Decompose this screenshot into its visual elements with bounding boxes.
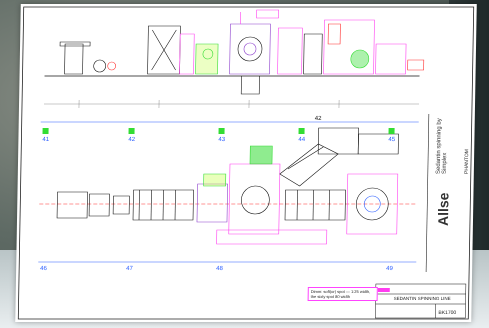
plan-view: [38, 121, 419, 263]
green-rewinder: [350, 49, 370, 69]
title-block-number: BK1700: [438, 310, 456, 316]
axis-label-47: 47: [126, 266, 133, 272]
plan-rewind-drum: [355, 187, 389, 221]
roller: [93, 59, 106, 73]
plan-rewind-frame: [346, 173, 399, 235]
main-machine: [229, 23, 271, 75]
drawing-sheet: 41 42 43 44 45 46 47 48 49 42 SEDANTIN S…: [15, 4, 477, 322]
red-block: [327, 23, 341, 45]
plan-unwind: [56, 191, 88, 219]
title-block: [375, 283, 467, 319]
plan-magenta-rail: [216, 229, 328, 245]
line-slat-3: [328, 190, 330, 220]
green-wheel: [202, 48, 214, 60]
conveyor-rail: [287, 146, 324, 170]
roller-red: [107, 61, 116, 71]
plan-purple-unit: [196, 183, 228, 223]
frame-b: [303, 33, 323, 75]
plan-green-motor: [249, 145, 273, 165]
axis-label-44: 44: [298, 137, 305, 143]
axis-label-42: 42: [128, 137, 135, 143]
tower-bracing-2: [151, 29, 177, 71]
sheet-border: [17, 6, 475, 320]
grid-marker-3: [218, 128, 225, 134]
axis-label-48: 48: [216, 266, 223, 272]
drawing-note: Dimm: soft(or) spot — 1:25 width, the si…: [307, 287, 378, 301]
axis-label-43: 43: [218, 137, 225, 143]
axis-label-49: 49: [386, 266, 393, 272]
plan-block-2: [112, 195, 130, 215]
plan-line-section: [284, 189, 346, 221]
side-small-label: PHANTOM: [463, 149, 471, 174]
line-slat-1: [296, 190, 298, 220]
grid-marker-4: [298, 128, 305, 134]
engineering-drawing: 41 42 43 44 45 46 47 48 49 42 SEDANTIN S…: [17, 6, 475, 320]
plan-green-pad: [203, 173, 227, 187]
title-block-title: SEDANTIN SPINNING LINE: [394, 296, 451, 301]
tb-color-swatch: [377, 288, 390, 292]
side-spec-label: Sedantin spinning by Simplex: [435, 118, 449, 174]
end-tag: [407, 59, 425, 71]
axis-label-46: 46: [40, 266, 47, 272]
plan-main-frame: [228, 163, 281, 235]
dryer-slat-2: [150, 190, 152, 220]
dryer-slat-3: [162, 190, 164, 220]
side-brand-label: Allse: [434, 192, 452, 226]
elevation-view: [44, 9, 425, 108]
grid-marker-5: [388, 128, 395, 134]
tower-side: [179, 33, 195, 75]
magenta-frame: [277, 27, 303, 75]
top-dimension-label: 42: [315, 116, 322, 122]
plan-upper-unit: [317, 127, 359, 155]
dryer-slat-1: [138, 190, 140, 220]
pit: [240, 76, 260, 95]
rewind-frame: [323, 19, 375, 75]
plan-block-1: [88, 193, 110, 217]
grid-marker-1: [42, 128, 49, 134]
dryer-slat-4: [174, 190, 176, 220]
axis-label-45: 45: [388, 137, 395, 143]
main-drum: [237, 36, 263, 62]
plan-rewind-core: [363, 195, 381, 213]
unwind-stand: [64, 43, 84, 75]
plan-top-block: [357, 133, 399, 155]
axis-label-41: 41: [42, 137, 49, 143]
top-box: [256, 9, 279, 19]
plan-conveyor: [279, 143, 339, 187]
unwind-top: [59, 41, 91, 47]
side-panel-divider: [425, 114, 430, 272]
line-slat-2: [312, 190, 314, 220]
title-block-frame: [375, 283, 467, 319]
plan-main-drum: [241, 185, 270, 215]
end-stand: [375, 43, 407, 75]
grid-marker-2: [128, 128, 135, 134]
main-drum-inner: [243, 42, 257, 56]
